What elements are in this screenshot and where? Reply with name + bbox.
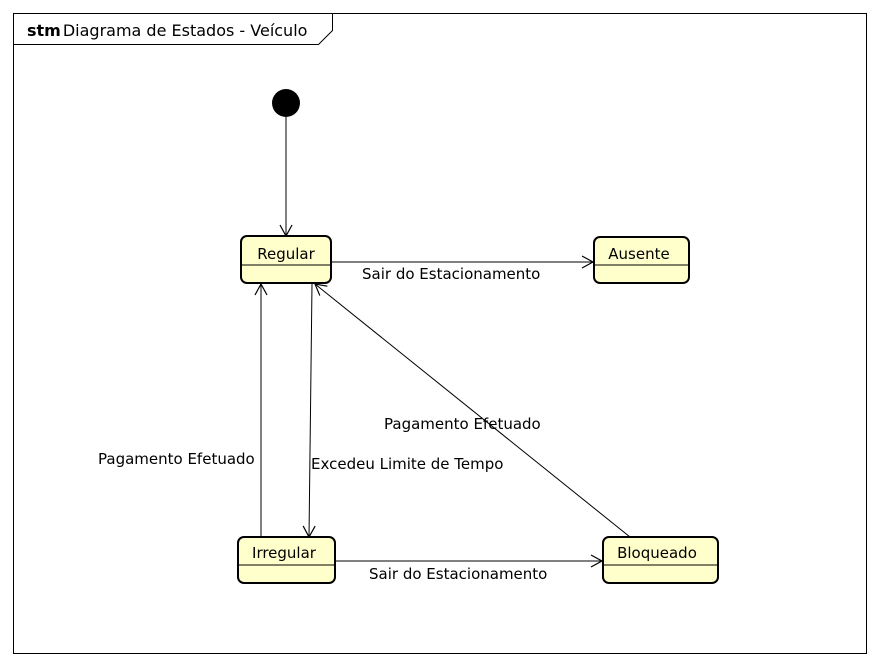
state-bloqueado-label: Bloqueado <box>617 544 697 562</box>
state-regular-label: Regular <box>257 245 315 263</box>
frame-title-tab <box>13 13 333 45</box>
initial-state[interactable] <box>272 89 300 117</box>
transition-bloqueado-to-regular[interactable] <box>314 283 631 538</box>
state-ausente[interactable]: Ausente <box>593 236 690 284</box>
label-bloqueado-to-regular: Pagamento Efetuado <box>384 415 541 433</box>
state-regular[interactable]: Regular <box>240 235 332 284</box>
label-irregular-to-regular: Pagamento Efetuado <box>98 450 255 468</box>
label-regular-to-ausente: Sair do Estacionamento <box>362 265 540 283</box>
label-regular-to-irregular: Excedeu Limite de Tempo <box>311 455 503 473</box>
state-irregular[interactable]: Irregular <box>237 536 336 584</box>
frame-title: Diagrama de Estados - Veículo <box>63 21 308 40</box>
transition-regular-to-irregular[interactable] <box>302 283 316 539</box>
label-irregular-to-bloqueado: Sair do Estacionamento <box>369 565 547 583</box>
state-irregular-label: Irregular <box>252 544 317 562</box>
transitions <box>254 117 631 568</box>
state-ausente-label: Ausente <box>608 245 669 263</box>
state-bloqueado[interactable]: Bloqueado <box>602 536 719 584</box>
frame-keyword-text: stm <box>27 21 61 40</box>
